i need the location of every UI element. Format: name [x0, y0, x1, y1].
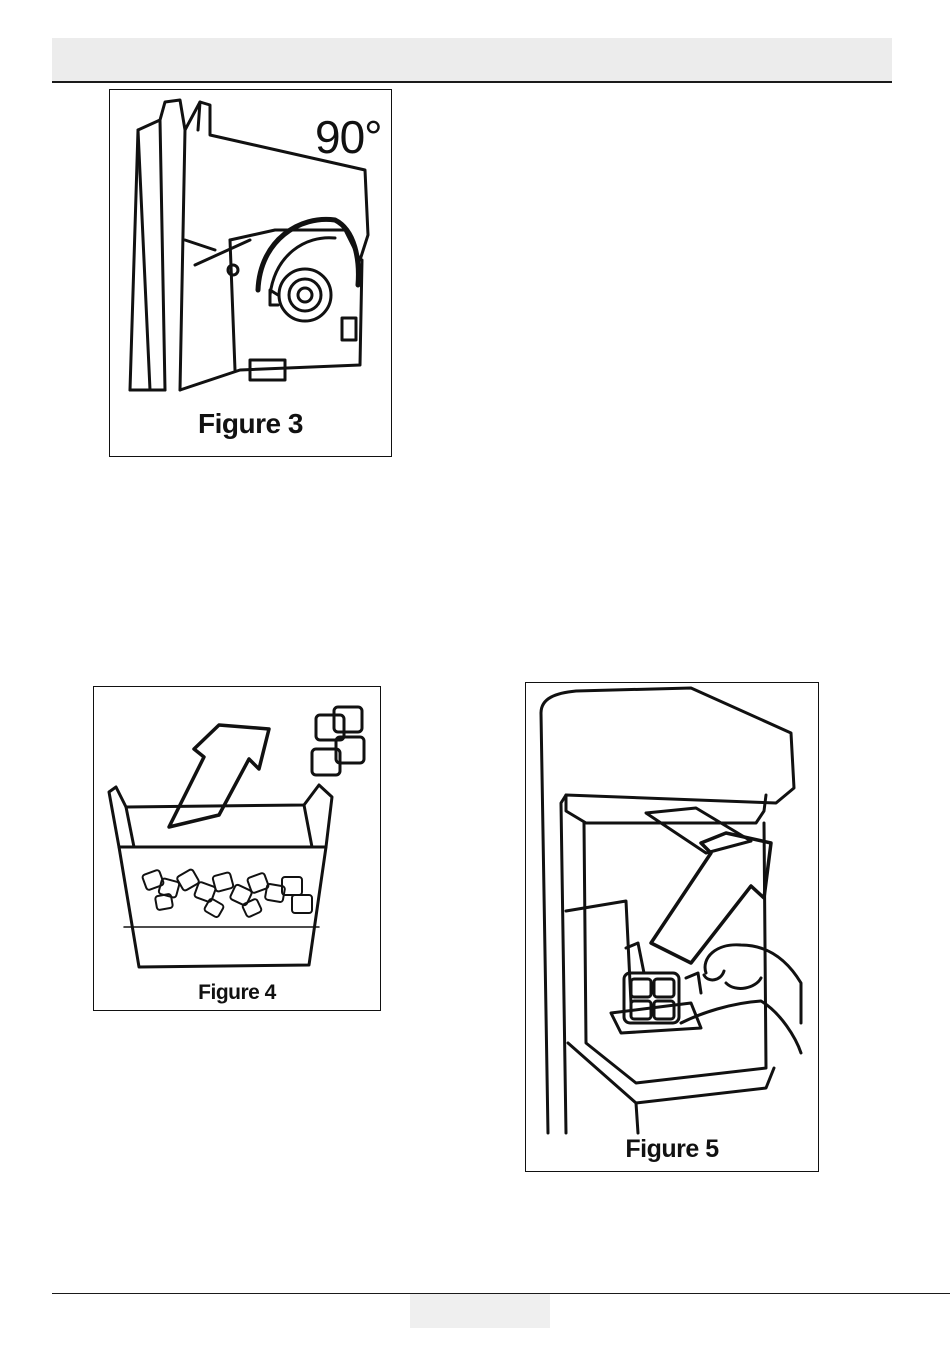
figure-3: 90° Figure 3: [109, 89, 392, 457]
figure-5-caption: Figure 5: [526, 1135, 818, 1164]
ice-bucket-illustration: [94, 687, 382, 1012]
figure-4: Figure 4: [93, 686, 381, 1011]
dispenser-illustration: [526, 683, 820, 1173]
rotation-angle-label: 90°: [315, 110, 382, 164]
page-header-bar: [52, 38, 892, 83]
figure-5: Figure 5: [525, 682, 819, 1172]
page-number-tab: [410, 1294, 550, 1328]
figure-4-caption: Figure 4: [94, 981, 380, 1005]
figure-3-caption: Figure 3: [110, 408, 391, 440]
